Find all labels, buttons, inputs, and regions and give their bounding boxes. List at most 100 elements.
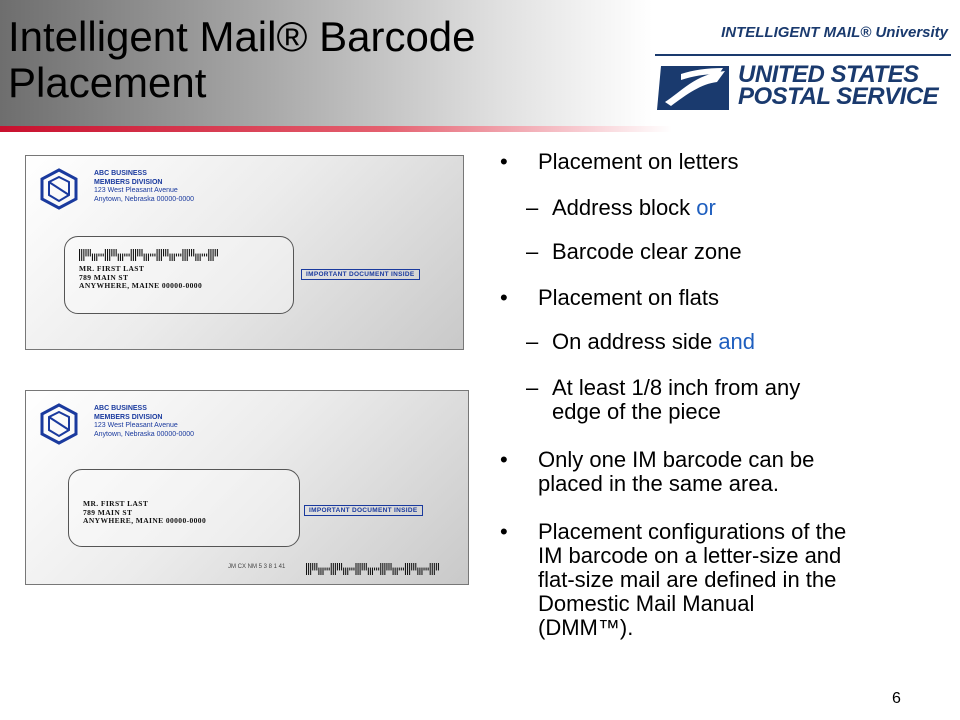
barcode-bar	[208, 249, 210, 261]
barcode-bar	[421, 567, 423, 575]
barcode-bar	[119, 253, 121, 261]
barcode-bar	[117, 253, 119, 261]
barcode-bar	[180, 253, 182, 257]
barcode-bar	[351, 567, 353, 571]
barcode-bar	[369, 567, 371, 575]
barcode-bar	[109, 249, 111, 261]
barcode-bar	[336, 563, 338, 571]
barcode-bar	[365, 563, 367, 571]
barcode-bar	[165, 249, 167, 257]
barcode-bar	[143, 253, 145, 261]
barcode-bar	[89, 249, 91, 257]
barcode-bar	[126, 253, 128, 257]
barcode-bar	[188, 249, 190, 257]
barcode-bar	[332, 563, 334, 575]
barcode-bar	[175, 253, 177, 257]
barcode-bar	[91, 253, 93, 261]
letter-envelope-clear-zone: ABC BUSINESS MEMBERS DIVISION 123 West P…	[25, 390, 469, 585]
barcode-bar	[135, 249, 137, 261]
barcode-bar	[380, 563, 382, 575]
barcode-bar	[85, 249, 87, 257]
barcode-bar	[316, 563, 318, 571]
barcode-bar	[402, 567, 404, 571]
barcode-bar	[186, 249, 188, 261]
hexagon-logo-icon	[40, 168, 78, 210]
barcode-bar	[83, 249, 85, 261]
barcode-bar	[359, 563, 361, 575]
barcode-bar	[415, 563, 417, 571]
barcode-bar	[122, 253, 124, 261]
barcode-bar	[334, 563, 336, 575]
title-line-1: Intelligent Mail® Barcode	[8, 13, 476, 60]
barcode-bar	[435, 563, 437, 571]
usps-rule	[655, 54, 951, 56]
barcode-bar	[137, 249, 139, 257]
usps-wordmark: UNITED STATES POSTAL SERVICE	[738, 61, 939, 109]
barcode-bar	[102, 253, 104, 257]
barcode-bar	[212, 249, 214, 261]
barcode-bar	[96, 253, 98, 261]
university-label: INTELLIGENT MAIL® University	[721, 24, 948, 41]
barcode-bar	[390, 563, 392, 571]
usps-eagle-logo-icon	[657, 66, 729, 110]
barcode-bar	[392, 567, 394, 575]
barcode-bar	[206, 253, 208, 257]
barcode-bar	[431, 563, 433, 575]
barcode-bar	[384, 563, 386, 575]
barcode-bar	[371, 567, 373, 575]
barcode-bar	[355, 563, 357, 575]
clear-zone-code: JM CX NM 5 3 8 1 41	[228, 564, 286, 570]
letter-envelope-address-block: ABC BUSINESS MEMBERS DIVISION 123 West P…	[25, 155, 464, 350]
barcode-bar	[107, 249, 109, 261]
barcode-bar	[98, 253, 100, 257]
barcode-bar	[150, 253, 152, 257]
barcode-bar	[404, 563, 406, 575]
barcode-bar	[409, 563, 411, 575]
barcode-bar	[163, 249, 165, 257]
barcode-bar	[429, 563, 431, 575]
header-divider	[0, 126, 960, 132]
barcode-bar	[425, 567, 427, 571]
barcode-bar	[357, 563, 359, 575]
barcode-bar	[210, 249, 212, 261]
im-barcode	[79, 249, 218, 261]
barcode-bar	[139, 249, 141, 257]
barcode-bar	[343, 567, 345, 575]
barcode-bar	[191, 249, 193, 257]
barcode-bar	[388, 563, 390, 571]
return-address: ABC BUSINESS MEMBERS DIVISION 123 West P…	[94, 170, 195, 203]
barcode-bar	[195, 253, 197, 261]
barcode-bar	[169, 253, 171, 261]
barcode-bar	[310, 563, 312, 575]
barcode-bar	[349, 567, 351, 571]
return-address: ABC BUSINESS MEMBERS DIVISION 123 West P…	[94, 405, 195, 438]
barcode-bar	[154, 253, 156, 257]
usps-line-1: UNITED STATES	[738, 61, 919, 88]
barcode-bar	[423, 567, 425, 571]
barcode-bar	[396, 567, 398, 575]
barcode-bar	[382, 563, 384, 575]
barcode-bar	[314, 563, 316, 571]
barcode-bar	[308, 563, 310, 575]
barcode-bar	[128, 253, 130, 257]
sub-bullet-address-block: – Address block or	[526, 195, 716, 220]
barcode-bar	[81, 249, 83, 261]
barcode-bar	[147, 253, 149, 261]
barcode-bar	[94, 253, 96, 261]
barcode-bar	[338, 563, 341, 571]
important-document-label: IMPORTANT DOCUMENT INSIDE	[301, 269, 420, 280]
barcode-bar	[115, 249, 117, 257]
barcode-bar	[178, 253, 180, 257]
barcode-bar	[87, 249, 89, 257]
barcode-bar	[374, 567, 376, 571]
barcode-bar	[156, 249, 158, 261]
sub-bullet-edge-distance: – At least 1/8 inch from any edge of the…	[526, 375, 801, 424]
barcode-bar	[322, 567, 324, 575]
barcode-bar	[353, 567, 355, 571]
barcode-bar	[199, 253, 201, 261]
slide-title: Intelligent Mail® Barcode Placement	[8, 14, 608, 106]
barcode-bar	[132, 249, 134, 261]
barcode-bar	[324, 567, 326, 571]
title-line-2: Placement	[8, 59, 207, 106]
barcode-bar	[341, 563, 343, 571]
